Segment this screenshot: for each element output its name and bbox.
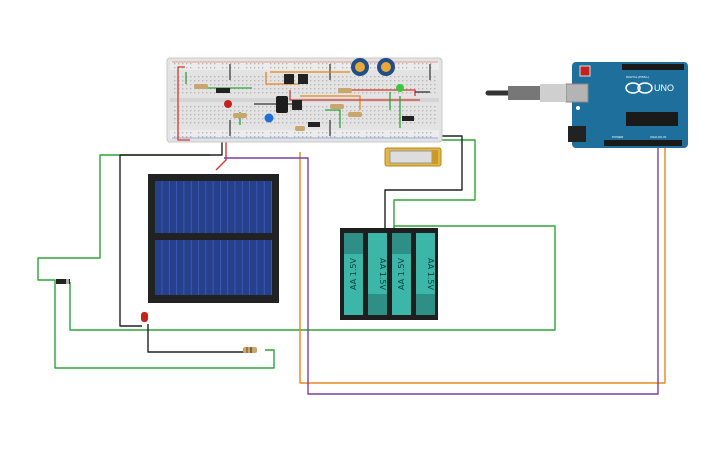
diode[interactable] (402, 116, 414, 121)
relay-module[interactable] (384, 147, 442, 167)
led-blue[interactable] (264, 113, 274, 123)
resistor[interactable] (330, 104, 344, 109)
svg-text:POWER: POWER (612, 135, 624, 139)
battery-pack[interactable]: AA 1.5V AA 1.5V AA 1.5V AA 1.5V (340, 228, 438, 320)
battery-cell[interactable]: AA 1.5V (368, 233, 387, 315)
svg-text:DIGITAL (PWM~): DIGITAL (PWM~) (626, 75, 649, 79)
battery-cell-label: AA 1.5V (349, 258, 358, 290)
wire-black-led[interactable] (119, 142, 223, 327)
resistor[interactable] (348, 112, 362, 117)
resistor[interactable] (194, 84, 208, 89)
wire-green-left-loop[interactable] (37, 154, 275, 369)
resistor[interactable] (295, 126, 305, 131)
led-red[interactable] (224, 100, 232, 108)
capacitor[interactable] (276, 96, 288, 113)
usb-port[interactable] (565, 83, 589, 103)
breadboard-components[interactable] (194, 58, 414, 131)
transistor[interactable] (298, 74, 308, 84)
diode[interactable] (308, 122, 320, 127)
diode-external[interactable] (56, 279, 70, 284)
battery-cell-label: AA 1.5V (397, 258, 406, 290)
transistor[interactable] (292, 100, 302, 110)
resistor-external[interactable] (243, 347, 257, 353)
arduino-logo (625, 82, 653, 94)
battery-cell-label: AA 1.5V (378, 258, 387, 290)
wire-red-solar[interactable] (215, 142, 227, 171)
potentiometer[interactable] (351, 58, 369, 76)
wire-purple-arduino[interactable] (224, 148, 659, 395)
led-external[interactable] (141, 312, 148, 322)
transistor[interactable] (284, 74, 294, 84)
resistor[interactable] (233, 113, 247, 118)
battery-cell[interactable]: AA 1.5V (416, 233, 435, 315)
resistor[interactable] (338, 88, 352, 93)
battery-cell[interactable]: AA 1.5V (392, 233, 411, 315)
wires (37, 90, 666, 395)
arduino-brand: UNO (654, 83, 674, 93)
svg-text:ANALOG IN: ANALOG IN (650, 135, 666, 139)
battery-cell[interactable]: AA 1.5V (344, 233, 363, 315)
wire-orange-arduino[interactable] (299, 148, 666, 384)
power-jack[interactable] (568, 126, 586, 142)
led-green[interactable] (396, 84, 404, 92)
breadboard-holes (174, 63, 436, 138)
reset-button[interactable] (579, 65, 591, 77)
battery-cell-label: AA 1.5V (426, 258, 435, 290)
diode[interactable] (216, 88, 230, 93)
wire-black-led-resistor[interactable] (147, 324, 245, 353)
arduino-uno[interactable]: UNO DIGITAL (PWM~) ANALOG IN POWER (508, 62, 688, 148)
potentiometer[interactable] (377, 58, 395, 76)
microcontroller-chip (626, 112, 678, 126)
solar-panel[interactable] (148, 174, 279, 303)
